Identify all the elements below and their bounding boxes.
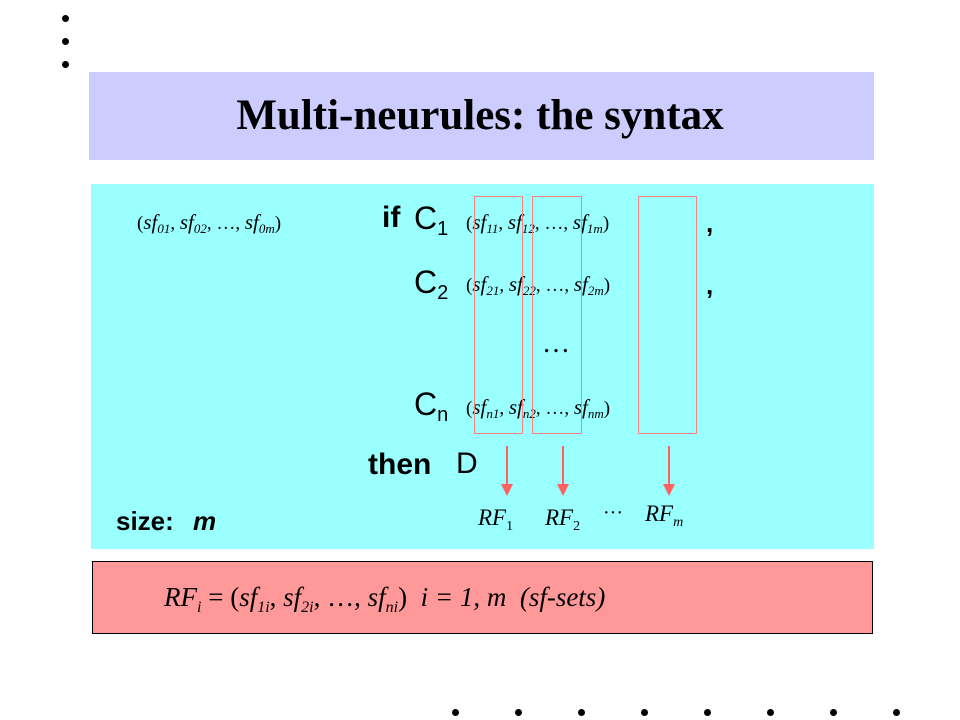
decorative-dot <box>62 38 69 45</box>
rf-label-m: RFm <box>645 501 684 530</box>
condition-label-1: C1 <box>414 200 449 240</box>
condition-comma-1: , <box>706 208 714 238</box>
rf-ellipsis: ··· <box>603 502 623 524</box>
condition-comma-2: , <box>706 270 714 300</box>
conditions-ellipsis: … <box>542 328 570 359</box>
rf-label-2: RF2 <box>545 505 581 534</box>
condition-args-1: (sf11, sf12, …, sf1m) <box>466 210 610 236</box>
arrow-line-1 <box>506 446 508 486</box>
condition-args-n: (sfn1, sfn2, …, sfnm) <box>466 395 611 421</box>
arrow-head-2 <box>557 484 569 496</box>
decision-label: D <box>456 447 478 480</box>
rf-definition: RFi = (sf1i, sf2i, …, sfni) i = 1, m (sf… <box>164 582 606 616</box>
decorative-dot <box>62 61 69 68</box>
if-keyword: if <box>382 201 401 234</box>
arrow-line-2 <box>562 446 564 486</box>
decorative-dot <box>515 709 522 716</box>
condition-label-n: Cn <box>414 386 449 426</box>
decorative-dot <box>704 709 711 716</box>
title-banner <box>89 72 874 160</box>
decorative-dot <box>641 709 648 716</box>
rf-label-1: RF1 <box>478 505 514 534</box>
decorative-dot <box>767 709 774 716</box>
decorative-dot <box>62 15 69 22</box>
definition-range: i = 1, m <box>420 582 507 612</box>
column-box-1 <box>474 196 523 434</box>
size-label: size: <box>116 506 174 536</box>
arrow-head-1 <box>501 484 513 496</box>
decorative-dot <box>578 709 585 716</box>
arrow-line-m <box>668 446 670 486</box>
arrow-head-m <box>663 484 675 496</box>
page-title: Multi-neurules: the syntax <box>236 92 724 139</box>
column-box-2 <box>532 196 582 434</box>
size-value: m <box>193 506 217 536</box>
conclusion-args: (sf01, sf02, …, sf0m) <box>137 210 282 236</box>
rule-panel <box>91 184 874 549</box>
condition-label-2: C2 <box>414 264 449 304</box>
condition-args-2: (sf21, sf22, …, sf2m) <box>466 272 611 298</box>
decorative-dot <box>893 709 900 716</box>
then-keyword: then <box>368 448 432 481</box>
column-box-m <box>638 196 697 434</box>
definition-note: (sf-sets) <box>519 582 606 612</box>
decorative-dot <box>830 709 837 716</box>
definition-panel <box>92 561 873 634</box>
decorative-dot <box>452 709 459 716</box>
